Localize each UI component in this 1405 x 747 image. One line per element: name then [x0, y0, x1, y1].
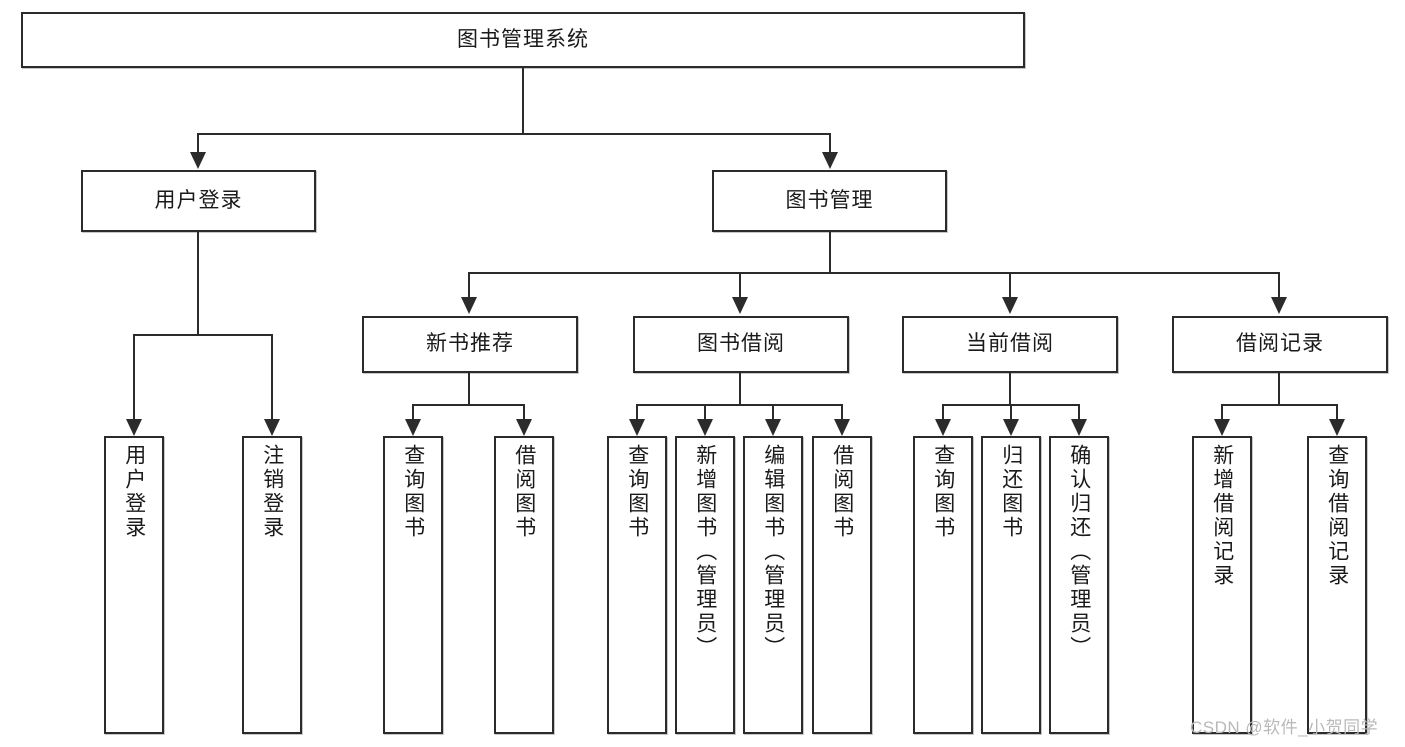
arrow-borrow-record-child-2 [1329, 419, 1345, 436]
leaf-borrow-book-recommend[interactable]: 借阅图书 [494, 436, 554, 734]
node-label: 图书借阅 [697, 332, 785, 356]
connector-root-to-user-login [197, 133, 199, 153]
connector-bm-to-borrow-record [1278, 272, 1280, 298]
connector-book-borrow-bus [636, 404, 843, 406]
arrow-borrow-record-child-1 [1214, 419, 1230, 436]
node-user-login[interactable]: 用户登录 [81, 170, 316, 232]
connector-new-book-stem [468, 373, 470, 405]
connector-user-login-bus [133, 334, 273, 336]
arrow-book-borrow-child-2 [697, 419, 713, 436]
csdn-watermark: CSDN @软件_小贺同学 [1190, 718, 1379, 737]
node-label: 新书推荐 [426, 332, 514, 356]
connector-bm-to-book-borrow [739, 272, 741, 298]
leaf-query-book-current[interactable]: 查询图书 [913, 436, 973, 734]
leaf-label: 用户登录 [122, 444, 146, 540]
connector-book-management-stem [829, 232, 831, 274]
leaf-query-book-recommend[interactable]: 查询图书 [383, 436, 443, 734]
leaf-confirm-return-admin[interactable]: 确认归还（管理员） [1049, 436, 1109, 734]
connector-book-borrow-stem [739, 373, 741, 405]
leaf-label: 查询图书 [625, 444, 649, 540]
leaf-label: 注销登录 [260, 444, 284, 540]
arrow-bm-to-borrow-record [1271, 297, 1287, 314]
leaf-borrow-book[interactable]: 借阅图书 [812, 436, 872, 734]
node-new-book-recommend[interactable]: 新书推荐 [362, 316, 578, 373]
leaf-add-borrow-record[interactable]: 新增借阅记录 [1192, 436, 1252, 734]
leaf-label: 借阅图书 [830, 444, 854, 540]
connector-book-borrow-child-4 [841, 404, 843, 420]
arrow-user-login-child-1 [126, 419, 142, 436]
connector-book-borrow-child-2 [704, 404, 706, 420]
connector-book-borrow-child-1 [636, 404, 638, 420]
leaf-query-borrow-record[interactable]: 查询借阅记录 [1307, 436, 1367, 734]
arrow-user-login-child-2 [264, 419, 280, 436]
node-book-borrow[interactable]: 图书借阅 [633, 316, 849, 373]
connector-book-borrow-child-3 [772, 404, 774, 420]
node-label: 借阅记录 [1236, 332, 1324, 356]
leaf-user-logout[interactable]: 注销登录 [242, 436, 302, 734]
connector-user-login-child-1 [133, 334, 135, 420]
node-current-borrow[interactable]: 当前借阅 [902, 316, 1118, 373]
connector-user-login-child-2 [271, 334, 273, 420]
connector-new-book-child-1 [412, 404, 414, 420]
connector-current-borrow-child-1 [942, 404, 944, 420]
arrow-book-borrow-child-1 [629, 419, 645, 436]
connector-borrow-record-child-1 [1221, 404, 1223, 420]
leaf-label: 查询图书 [931, 444, 955, 540]
node-book-management[interactable]: 图书管理 [712, 170, 947, 232]
leaf-label: 新增图书（管理员） [693, 444, 717, 660]
arrow-current-borrow-child-3 [1071, 419, 1087, 436]
leaf-label: 借阅图书 [512, 444, 536, 540]
arrow-root-to-book-management [822, 152, 838, 169]
arrow-root-to-user-login [190, 152, 206, 169]
connector-borrow-record-bus [1221, 404, 1337, 406]
arrow-new-book-child-1 [405, 419, 421, 436]
leaf-label: 查询图书 [401, 444, 425, 540]
connector-user-login-stem [197, 232, 199, 336]
arrow-new-book-child-2 [516, 419, 532, 436]
connector-new-book-child-2 [523, 404, 525, 420]
leaf-label: 新增借阅记录 [1210, 444, 1234, 588]
arrow-current-borrow-child-2 [1003, 419, 1019, 436]
connector-new-book-bus [412, 404, 525, 406]
arrow-bm-to-book-borrow [732, 297, 748, 314]
node-root-book-management-system[interactable]: 图书管理系统 [21, 12, 1025, 68]
leaf-edit-book-admin[interactable]: 编辑图书（管理员） [743, 436, 803, 734]
arrow-book-borrow-child-4 [834, 419, 850, 436]
node-label: 用户登录 [154, 188, 243, 212]
node-borrow-record[interactable]: 借阅记录 [1172, 316, 1388, 373]
leaf-add-book-admin[interactable]: 新增图书（管理员） [675, 436, 735, 734]
connector-root-to-book-management [829, 133, 831, 153]
connector-current-borrow-stem [1009, 373, 1011, 405]
node-label: 当前借阅 [966, 332, 1054, 356]
node-label: 图书管理 [785, 188, 874, 212]
connector-borrow-record-child-2 [1336, 404, 1338, 420]
leaf-return-book[interactable]: 归还图书 [981, 436, 1041, 734]
connector-current-borrow-child-2 [1010, 404, 1012, 420]
connector-root-stem [522, 68, 524, 134]
node-label: 图书管理系统 [457, 27, 589, 51]
leaf-query-book-borrow[interactable]: 查询图书 [607, 436, 667, 734]
leaf-label: 归还图书 [999, 444, 1023, 540]
leaf-label: 确认归还（管理员） [1067, 444, 1091, 660]
connector-book-management-bus [468, 272, 1280, 274]
connector-current-borrow-child-3 [1078, 404, 1080, 420]
connector-borrow-record-stem [1278, 373, 1280, 405]
connector-bm-to-new-book [468, 272, 470, 298]
connector-root-bus [197, 133, 831, 135]
arrow-book-borrow-child-3 [765, 419, 781, 436]
leaf-user-login[interactable]: 用户登录 [104, 436, 164, 734]
leaf-label: 编辑图书（管理员） [761, 444, 785, 660]
arrow-bm-to-current-borrow [1002, 297, 1018, 314]
arrow-bm-to-new-book [461, 297, 477, 314]
leaf-label: 查询借阅记录 [1325, 444, 1349, 588]
connector-bm-to-current-borrow [1009, 272, 1011, 298]
arrow-current-borrow-child-1 [935, 419, 951, 436]
